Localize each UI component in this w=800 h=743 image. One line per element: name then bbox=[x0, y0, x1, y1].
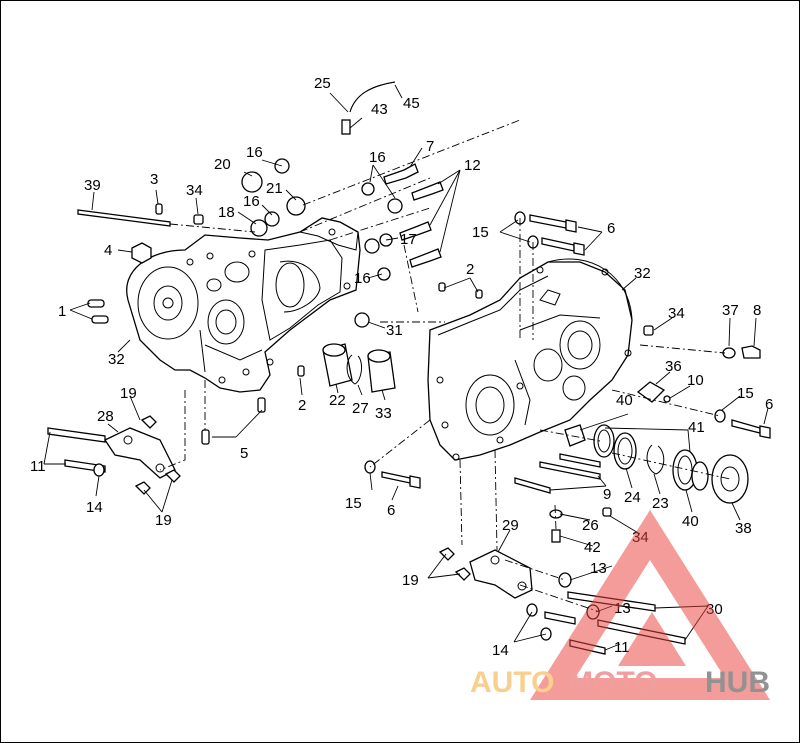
callout-11-left: 11 bbox=[30, 458, 46, 475]
callout-15-right: 15 bbox=[737, 385, 754, 402]
callout-17: 17 bbox=[400, 231, 417, 248]
callout-19-left-lower: 19 bbox=[155, 512, 172, 529]
leader-lines bbox=[43, 84, 769, 651]
callout-26: 26 bbox=[582, 517, 599, 534]
callout-29: 29 bbox=[502, 517, 519, 534]
callout-34-left: 34 bbox=[186, 182, 203, 199]
callout-36: 36 bbox=[665, 358, 682, 375]
callout-10: 10 bbox=[687, 372, 704, 389]
watermark-brand-hub: HUB bbox=[705, 666, 770, 699]
watermark-brand-moto: MOTO bbox=[568, 666, 657, 699]
callout-22: 22 bbox=[329, 392, 346, 409]
callout-28: 28 bbox=[97, 408, 114, 425]
callout-24: 24 bbox=[624, 489, 641, 506]
callout-20: 20 bbox=[214, 156, 231, 173]
callout-27: 27 bbox=[352, 400, 369, 417]
callout-39: 39 bbox=[84, 177, 101, 194]
callout-9: 9 bbox=[603, 486, 611, 503]
callout-41: 41 bbox=[688, 419, 705, 436]
callout-42: 42 bbox=[584, 539, 601, 556]
right-crankcase-half bbox=[427, 258, 633, 461]
callout-33: 33 bbox=[375, 405, 392, 422]
callout-3: 3 bbox=[150, 171, 158, 188]
left-crankcase-half bbox=[126, 217, 361, 393]
callout-40-right: 40 bbox=[682, 513, 699, 530]
callout-34-right: 34 bbox=[668, 305, 685, 322]
callout-23: 23 bbox=[652, 495, 669, 512]
callout-18: 18 bbox=[218, 204, 235, 221]
callout-14-left: 14 bbox=[86, 499, 103, 516]
callout-5: 5 bbox=[240, 445, 248, 462]
callout-6-upper: 6 bbox=[607, 220, 615, 237]
callout-19-left-upper: 19 bbox=[120, 385, 137, 402]
callout-31: 31 bbox=[386, 322, 403, 339]
callout-2-right: 2 bbox=[466, 261, 474, 278]
callout-16-d: 16 bbox=[354, 270, 371, 287]
callout-15-lower: 15 bbox=[345, 495, 362, 512]
callout-19-right: 19 bbox=[402, 572, 419, 589]
callout-16-a: 16 bbox=[246, 144, 263, 161]
callout-8: 8 bbox=[753, 302, 761, 319]
callout-16-c: 16 bbox=[243, 193, 260, 210]
callout-32-right: 32 bbox=[634, 265, 651, 282]
callout-7: 7 bbox=[426, 138, 434, 155]
callout-16-b: 16 bbox=[369, 149, 386, 166]
callout-25: 25 bbox=[314, 75, 331, 92]
callout-2-left: 2 bbox=[298, 397, 306, 414]
callout-43: 43 bbox=[371, 101, 388, 118]
callout-numbers: 1 2 2 3 4 5 6 6 6 7 8 9 10 11 11 12 13 1… bbox=[30, 75, 773, 659]
callout-32-left: 32 bbox=[108, 351, 125, 368]
callout-4: 4 bbox=[104, 242, 112, 259]
callout-12: 12 bbox=[464, 157, 481, 174]
left-engine-mount bbox=[47, 415, 181, 495]
watermark-brand-auto: AUTO bbox=[470, 666, 554, 699]
callout-38: 38 bbox=[735, 520, 752, 537]
callout-37: 37 bbox=[722, 302, 739, 319]
callout-11-right: 11 bbox=[614, 639, 630, 656]
callout-40-left: 40 bbox=[616, 392, 633, 409]
callout-14-right: 14 bbox=[492, 642, 509, 659]
callout-6-right: 6 bbox=[765, 396, 773, 413]
callout-1: 1 bbox=[58, 303, 66, 320]
callout-15-upper: 15 bbox=[472, 224, 489, 241]
watermark-triangle-logo bbox=[530, 510, 770, 700]
callout-21: 21 bbox=[266, 180, 283, 197]
callout-6-lower: 6 bbox=[387, 502, 395, 519]
autmotohub-watermark: AUTO MOTO HUB bbox=[470, 510, 770, 700]
callout-45: 45 bbox=[403, 95, 420, 112]
callout-13-upper: 13 bbox=[590, 560, 607, 577]
